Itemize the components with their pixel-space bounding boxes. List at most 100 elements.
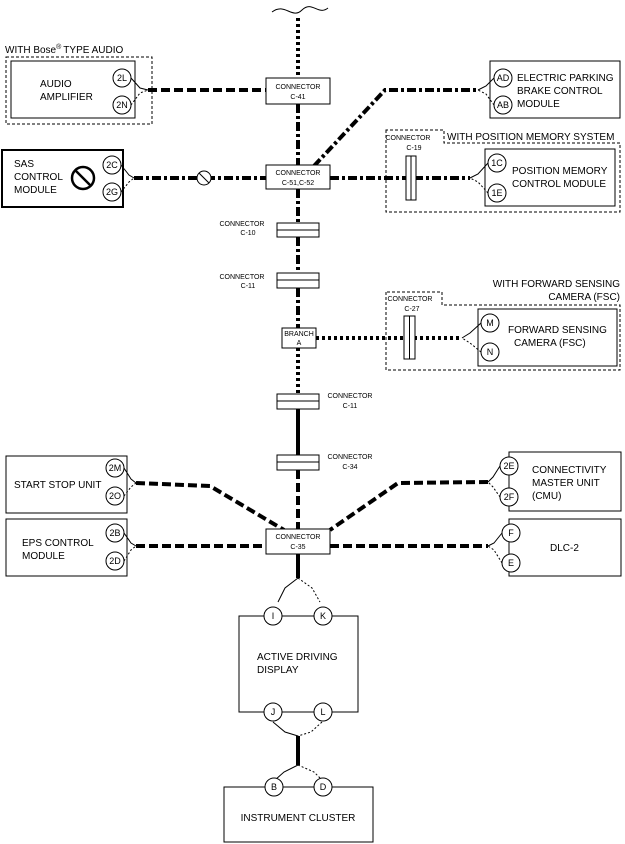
fsc-pin-n-label: N: [487, 347, 494, 357]
adisplay-pin-j: [263, 702, 283, 722]
pos-pin-1e-label: 1E: [491, 188, 502, 198]
cmu-pin-2f-label: 2F: [504, 492, 515, 502]
pos-pin-wire-a: [469, 162, 489, 179]
start-pin-wire-a: [123, 467, 137, 484]
c10-label-2: C-10: [240, 230, 255, 237]
adisplay-pin-l-label: L: [320, 707, 325, 717]
display-join-r: [297, 721, 323, 737]
cluster-split-r: [297, 764, 323, 781]
cmu-pin-wire-b: [487, 481, 501, 498]
c41-label-1: CONNECTOR: [276, 84, 321, 91]
dlc-2-box: [508, 518, 622, 577]
cluster-label: INSTRUMENT CLUSTER: [241, 813, 356, 824]
dlc-pin-f-label: F: [508, 528, 514, 538]
epb-pin-ab-label: AB: [497, 100, 509, 110]
adisplay-label-2: DISPLAY: [257, 665, 299, 676]
sas-label-1: SAS: [14, 159, 34, 170]
branch-a: [281, 327, 317, 349]
fsc-pin-wire-a: [461, 322, 482, 339]
eps-label-1: EPS CONTROL: [22, 538, 94, 549]
c34-label-1: CONNECTOR: [328, 454, 373, 461]
c19-label-2: C-19: [406, 145, 421, 152]
pos-label-1: POSITION MEMORY: [512, 166, 608, 177]
position-group-label: WITH POSITION MEMORY SYSTEM: [447, 132, 614, 143]
pos-pin-1c-label: 1C: [491, 158, 503, 168]
c35-label-2: C-35: [290, 544, 305, 551]
fsc-group-label-2: CAMERA (FSC): [548, 292, 620, 303]
branch-label-1: BRANCH: [284, 331, 314, 338]
adisplay-pin-l: [313, 702, 333, 722]
fsc-pin-wire-b: [461, 337, 482, 353]
fsc-label-2: CAMERA (FSC): [514, 338, 586, 349]
c11a-label-1: CONNECTOR: [220, 274, 265, 281]
epb-pin-wire-a: [477, 77, 495, 91]
pos-pin-wire-b: [469, 177, 489, 194]
sas-label-2: CONTROL: [14, 172, 63, 183]
c27-label-2: C-27: [404, 306, 419, 313]
sas-pin-wire-a: [120, 164, 135, 179]
epb-label-2: BRAKE CONTROL: [517, 86, 603, 97]
c11b-label-2: C-11: [343, 403, 358, 410]
line-cmu: [328, 480, 489, 532]
connector-c35: [265, 528, 331, 555]
cluster-pin-d: [313, 777, 333, 797]
position-group-frame: [385, 129, 621, 213]
adisplay-pin-k: [313, 606, 333, 626]
c11a-label-2: C-11: [241, 283, 256, 290]
c51-label-2: C-51,C-52: [282, 180, 314, 187]
fsc-group-frame: [385, 291, 621, 371]
sas-prohibition-icon: [70, 165, 96, 191]
line-epb: [312, 88, 478, 168]
adisplay-pin-j-label: J: [271, 707, 276, 717]
trunk-display-split-top-r: [297, 577, 321, 603]
cluster-split: [274, 764, 299, 781]
dlc-pin-wire-a: [487, 532, 503, 547]
line-start: [135, 481, 286, 532]
adisplay-pin-i-label: I: [272, 611, 275, 621]
c27-label-1: CONNECTOR: [388, 296, 433, 303]
eps-pin-2d-label: 2D: [109, 556, 121, 566]
fsc-label-1: FORWARD SENSING: [508, 325, 607, 336]
sas-label-3: MODULE: [14, 185, 57, 196]
fsc-pin-m-label: M: [486, 318, 494, 328]
pos-label-2: CONTROL MODULE: [512, 179, 606, 190]
bose-group-label: WITH Bose®TYPE AUDIO: [5, 43, 124, 56]
audio-pin-wire-a: [130, 77, 149, 91]
position-memory-box: [484, 148, 616, 207]
audio-pin-wire-b: [130, 89, 149, 106]
sas-pin-wire-b: [120, 177, 135, 193]
epb-pin-wire-b: [477, 89, 495, 106]
cmu-label-2: MASTER UNIT: [532, 478, 600, 489]
audio-label-2: AMPLIFIER: [40, 92, 93, 103]
sas-pin-2g-label: 2G: [106, 187, 118, 197]
sas-line-prohibition-icon: [196, 170, 212, 186]
start-stop-label: START STOP UNIT: [14, 480, 101, 491]
dlc-pin-e-label: E: [508, 558, 514, 568]
fsc-group-label-1: WITH FORWARD SENSING: [493, 279, 620, 290]
cmu-box: [508, 451, 622, 512]
c51-label-1: CONNECTOR: [276, 170, 321, 177]
c34-label-2: C-34: [342, 464, 357, 471]
epb-pin-ad-label: AD: [497, 73, 510, 83]
c41-label-2: C-41: [290, 94, 305, 101]
eps-pin-2b-label: 2B: [109, 528, 120, 538]
c19-label-1: CONNECTOR: [386, 135, 431, 142]
cmu-label-3: (CMU): [532, 491, 561, 502]
epb-label-3: MODULE: [517, 99, 560, 110]
cluster-pin-b-label: B: [271, 782, 277, 792]
cmu-label-1: CONNECTIVITY: [532, 465, 607, 476]
trunk-display-split-top: [277, 577, 299, 603]
sas-pin-2c-label: 2C: [106, 160, 118, 170]
cluster-pin-d-label: D: [320, 782, 327, 792]
adisplay-pin-k-label: K: [320, 611, 326, 621]
start-pin-2o-label: 2O: [109, 491, 121, 501]
bose-group-frame: [5, 56, 153, 125]
dlc-label: DLC-2: [550, 543, 579, 554]
c11b-label-1: CONNECTOR: [328, 393, 373, 400]
cluster-pin-b: [264, 777, 284, 797]
audio-label-1: AUDIO: [40, 79, 72, 90]
c10-label-1: CONNECTOR: [220, 221, 265, 228]
active-driving-display-box: [238, 615, 359, 713]
cmu-pin-wire-a: [487, 465, 501, 483]
